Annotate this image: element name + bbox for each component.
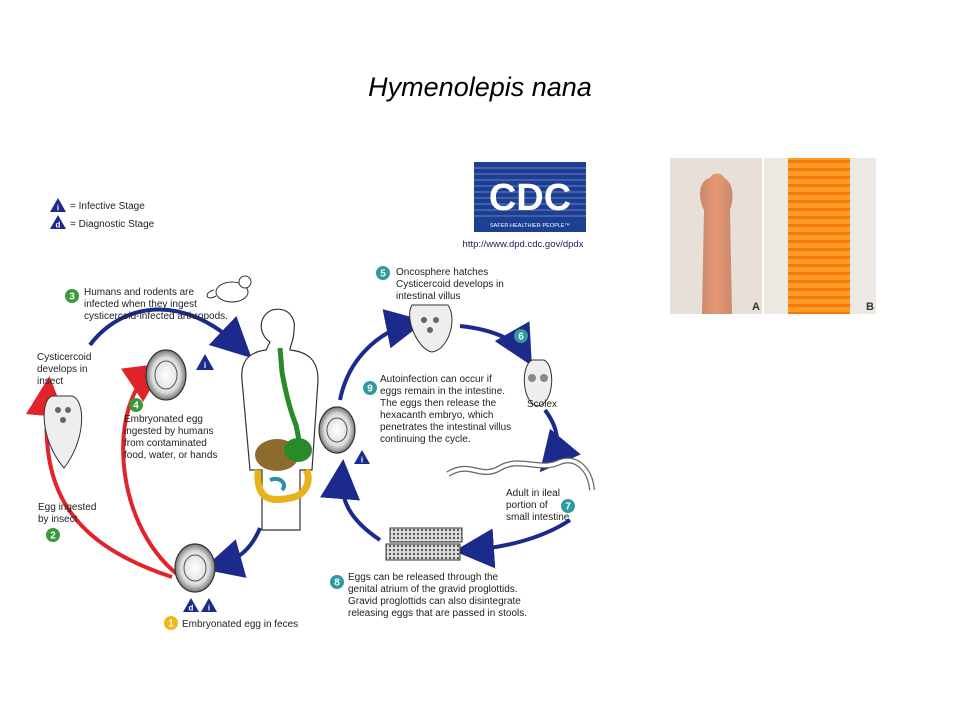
gravid-proglottids-icon [385, 527, 463, 561]
svg-text:9: 9 [367, 384, 373, 395]
cysticercoid-insect [43, 395, 83, 469]
human-figure-icon [241, 308, 319, 531]
svg-text:portion of: portion of [506, 500, 548, 511]
svg-text:6: 6 [518, 332, 524, 343]
svg-text:4: 4 [133, 401, 139, 412]
oncosphere-villus [409, 304, 453, 353]
svg-text:Adult in ileal: Adult in ileal [506, 488, 560, 499]
svg-text:genital atrium of the gravid p: genital atrium of the gravid proglottids… [348, 584, 518, 595]
svg-text:7: 7 [565, 502, 571, 513]
svg-text:penetrates the intestinal vill: penetrates the intestinal villus [380, 422, 511, 433]
legend-diagnostic-label: = Diagnostic Stage [70, 219, 155, 230]
scolex-icon [523, 359, 553, 407]
step-3: 3 Humans and rodents are infected when t… [65, 287, 228, 322]
infective-stage-icon: i [50, 198, 66, 213]
step-7: Adult in ileal portion of small intestin… [506, 488, 575, 523]
svg-text:Cysticercoid: Cysticercoid [37, 352, 91, 363]
svg-text:insect: insect [37, 376, 63, 387]
cdc-logo-letters: CDC [489, 177, 571, 219]
svg-text:food, water, or hands: food, water, or hands [124, 450, 217, 461]
cdc-url: http://www.dpd.cdc.gov/dpdx [463, 239, 584, 250]
egg-autoinfection [318, 406, 356, 454]
svg-text:Embryonated egg: Embryonated egg [124, 414, 203, 425]
svg-text:8: 8 [334, 578, 340, 589]
step-1: 1 Embryonated egg in feces [164, 616, 298, 630]
infective-stage-marker-4: i [196, 354, 214, 370]
photo-label-b: B [866, 301, 874, 313]
svg-text:Humans and rodents are: Humans and rodents are [84, 287, 195, 298]
scolex-label: Scolex [527, 399, 557, 410]
svg-text:d: d [189, 604, 194, 613]
diagnostic-stage-icon: d [50, 215, 66, 230]
svg-text:Eggs can be released through t: Eggs can be released through the [348, 572, 499, 583]
svg-text:i: i [57, 204, 59, 213]
svg-text:Gravid proglottids can also di: Gravid proglottids can also disintegrate [348, 596, 521, 607]
svg-text:intestinal villus: intestinal villus [396, 291, 460, 302]
svg-text:i: i [204, 361, 206, 370]
svg-text:ingested by humans: ingested by humans [124, 426, 214, 437]
svg-text:Autoinfection can occur if: Autoinfection can occur if [380, 374, 492, 385]
step-8: 8 Eggs can be released through the genit… [330, 572, 527, 619]
svg-text:by insect: by insect [38, 514, 78, 525]
svg-text:Cysticercoid develops in: Cysticercoid develops in [396, 279, 504, 290]
step-4: 4 Embryonated egg ingested by humans fro… [124, 398, 217, 461]
egg-stage1 [174, 543, 216, 593]
svg-text:hexacanth embryo, which: hexacanth embryo, which [380, 410, 493, 421]
svg-text:3: 3 [69, 292, 75, 303]
svg-text:Embryonated egg in feces: Embryonated egg in feces [182, 619, 298, 630]
svg-text:i: i [361, 456, 363, 465]
svg-text:develops in: develops in [37, 364, 88, 375]
step-5: 5 Oncosphere hatches Cysticercoid develo… [376, 266, 504, 302]
step-6: 6 [514, 329, 528, 343]
svg-text:from contaminated: from contaminated [124, 438, 207, 449]
photo-label-a: A [752, 301, 760, 313]
specimen-photo-b: B [764, 158, 876, 314]
infective-stage-marker-9: i [354, 450, 370, 465]
specimen-photo-a: A [670, 158, 762, 314]
svg-text:continuing the cycle.: continuing the cycle. [380, 434, 471, 445]
svg-text:The eggs then release the: The eggs then release the [380, 398, 497, 409]
svg-text:d: d [56, 221, 61, 230]
cdc-logo: CDC SAFER·HEALTHIER·PEOPLE™ [474, 162, 586, 232]
svg-text:cysticercoid-infected arthropo: cysticercoid-infected arthropods. [84, 311, 228, 322]
svg-text:5: 5 [380, 269, 386, 280]
legend: i = Infective Stage d = Diagnostic Stage [50, 198, 155, 230]
svg-text:2: 2 [50, 531, 56, 542]
svg-text:releasing eggs that are passed: releasing eggs that are passed in stools… [348, 608, 527, 619]
diagnostic-stage-marker-1: d [183, 598, 199, 613]
legend-infective-label: = Infective Stage [70, 201, 145, 212]
adult-worm-icon [446, 457, 595, 491]
page-title: Hymenolepis nana [368, 72, 592, 102]
step-2: Egg ingested by insect 2 [38, 502, 96, 542]
svg-text:small intestine: small intestine [506, 512, 570, 523]
svg-text:Egg ingested: Egg ingested [38, 502, 96, 513]
step-9: 9 Autoinfection can occur if eggs remain… [363, 374, 511, 445]
rat-icon [206, 275, 252, 303]
svg-text:Oncosphere hatches: Oncosphere hatches [396, 267, 488, 278]
svg-text:i: i [208, 604, 210, 613]
egg-stage4 [145, 349, 187, 401]
svg-text:1: 1 [168, 619, 174, 630]
cdc-tagline: SAFER·HEALTHIER·PEOPLE™ [490, 223, 570, 229]
svg-text:eggs remain in the intestine.: eggs remain in the intestine. [380, 386, 505, 397]
svg-text:infected when they ingest: infected when they ingest [84, 299, 197, 310]
infective-stage-marker-1: i [201, 598, 217, 613]
cysticercoid-label: Cysticercoid develops in insect [37, 352, 91, 387]
